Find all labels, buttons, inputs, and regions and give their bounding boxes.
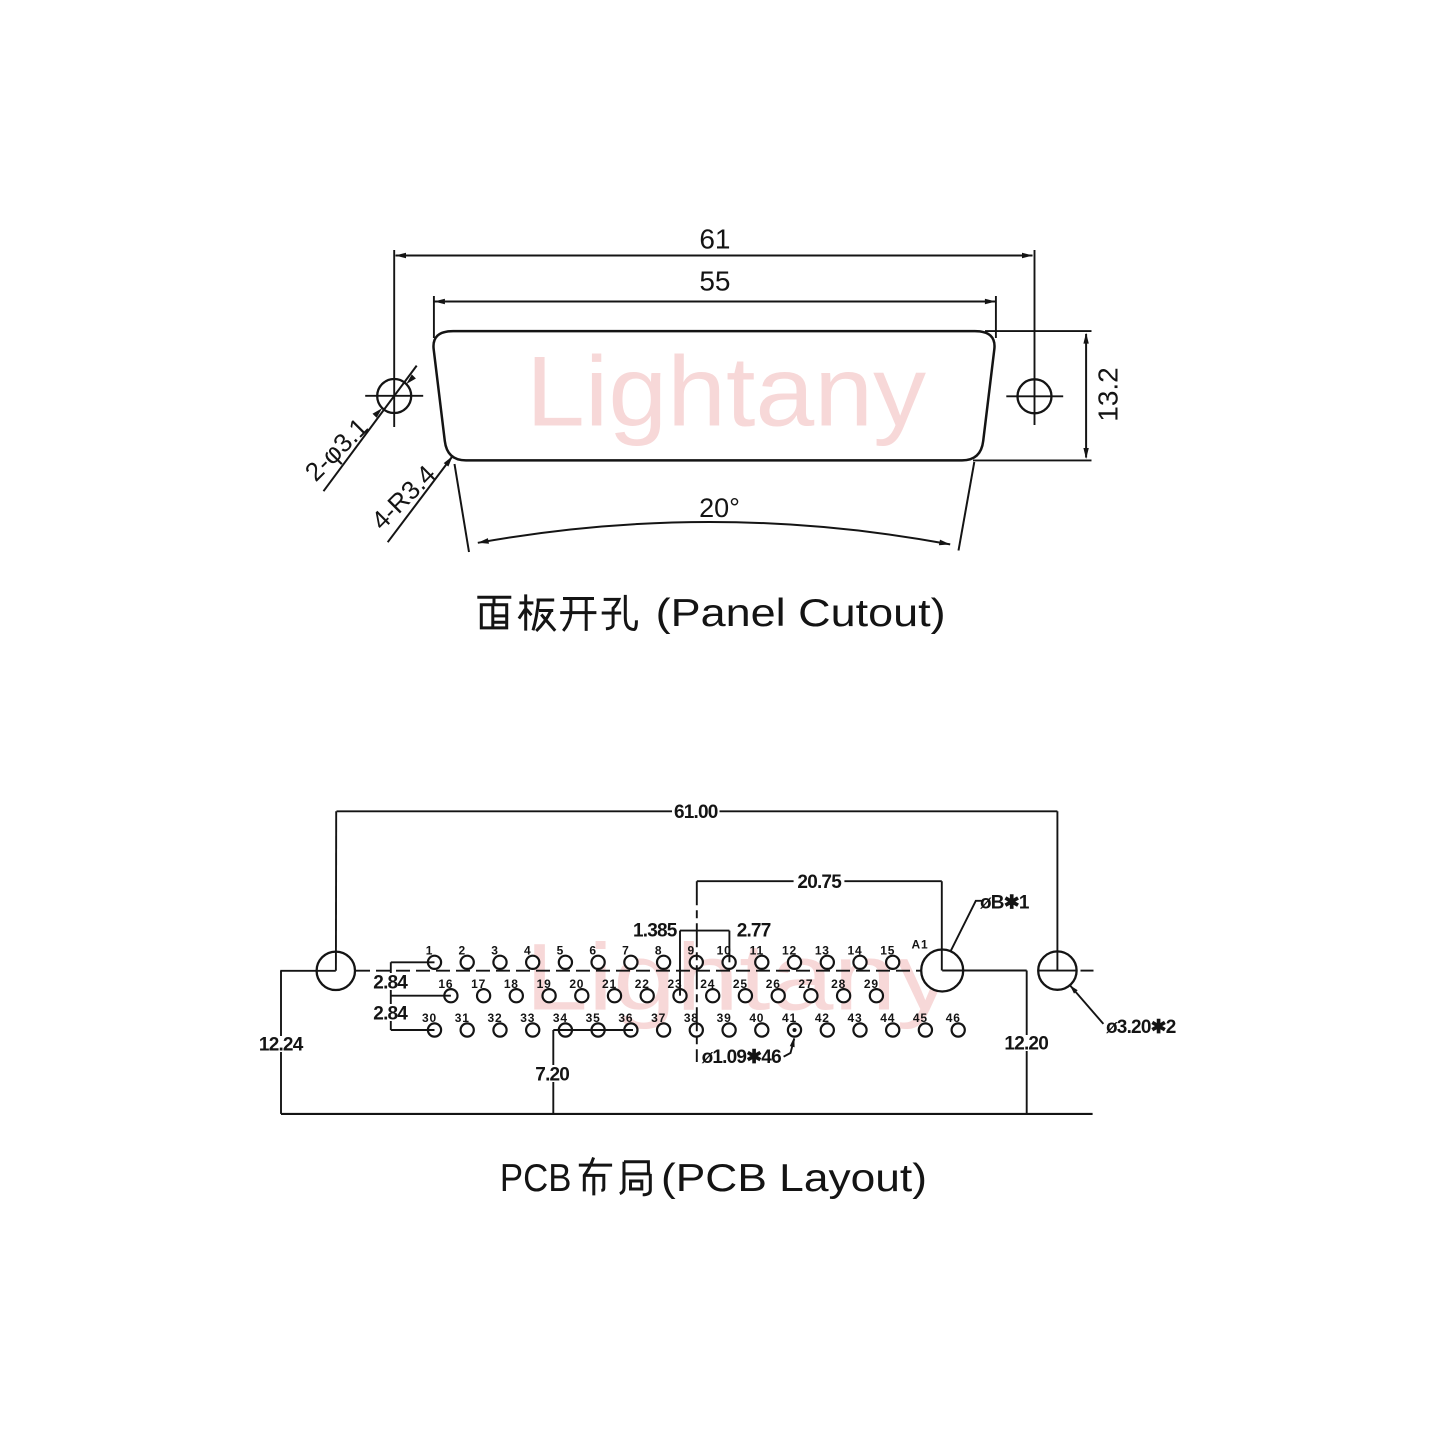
svg-text:7: 7	[622, 944, 629, 958]
svg-text:33: 33	[520, 1011, 535, 1025]
svg-text:24: 24	[700, 977, 715, 991]
svg-text:22: 22	[635, 977, 650, 991]
svg-text:Lightany: Lightany	[525, 924, 954, 1030]
svg-text:20.75: 20.75	[797, 872, 842, 893]
svg-text:35: 35	[586, 1011, 601, 1025]
svg-text:øB✱1: øB✱1	[980, 892, 1030, 913]
svg-text:21: 21	[602, 977, 617, 991]
svg-text:(PCB Layout): (PCB Layout)	[661, 1157, 927, 1200]
svg-text:ø1.09✱46: ø1.09✱46	[702, 1047, 781, 1068]
svg-text:43: 43	[848, 1011, 863, 1025]
svg-text:16: 16	[438, 977, 453, 991]
svg-text:1.385: 1.385	[633, 920, 678, 941]
svg-text:12.20: 12.20	[1004, 1034, 1048, 1055]
svg-text:61: 61	[699, 224, 730, 255]
svg-text:15: 15	[880, 944, 895, 958]
svg-text:A1: A1	[912, 938, 929, 952]
svg-text:5: 5	[557, 944, 564, 958]
svg-text:28: 28	[831, 977, 846, 991]
svg-text:2.84: 2.84	[373, 1004, 408, 1025]
svg-text:7.20: 7.20	[535, 1065, 569, 1086]
svg-text:Lightany: Lightany	[526, 336, 927, 447]
svg-text:27: 27	[798, 977, 813, 991]
svg-text:2.77: 2.77	[737, 920, 771, 941]
svg-text:12.24: 12.24	[259, 1035, 304, 1056]
svg-text:45: 45	[913, 1011, 928, 1025]
svg-text:46: 46	[946, 1011, 961, 1025]
svg-text:13.2: 13.2	[1093, 367, 1124, 422]
svg-text:36: 36	[618, 1011, 633, 1025]
svg-text:2: 2	[458, 944, 465, 958]
svg-text:18: 18	[504, 977, 519, 991]
svg-text:40: 40	[749, 1011, 764, 1025]
svg-text:39: 39	[717, 1011, 732, 1025]
svg-text:44: 44	[880, 1011, 895, 1025]
svg-text:34: 34	[553, 1011, 568, 1025]
svg-text:10: 10	[717, 944, 732, 958]
svg-text:4: 4	[524, 944, 531, 958]
svg-text:41: 41	[782, 1011, 797, 1025]
svg-text:11: 11	[750, 944, 764, 958]
svg-text:30: 30	[422, 1011, 437, 1025]
svg-text:9: 9	[688, 944, 695, 958]
svg-text:61.00: 61.00	[674, 802, 718, 823]
svg-text:1: 1	[426, 944, 433, 958]
svg-text:12: 12	[782, 944, 797, 958]
svg-text:PCB: PCB	[500, 1157, 572, 1200]
svg-text:23: 23	[668, 977, 683, 991]
svg-text:14: 14	[848, 944, 863, 958]
svg-text:55: 55	[699, 266, 730, 297]
svg-text:38: 38	[684, 1011, 699, 1025]
svg-text:37: 37	[651, 1011, 666, 1025]
svg-text:20°: 20°	[699, 493, 740, 523]
svg-text:(Panel Cutout): (Panel Cutout)	[656, 592, 946, 635]
svg-text:20: 20	[569, 977, 584, 991]
svg-text:3: 3	[491, 944, 498, 958]
svg-text:32: 32	[488, 1011, 503, 1025]
svg-text:25: 25	[733, 977, 748, 991]
svg-text:2.84: 2.84	[373, 973, 408, 994]
svg-text:19: 19	[537, 977, 552, 991]
svg-text:ø3.20✱2: ø3.20✱2	[1106, 1017, 1176, 1038]
svg-text:29: 29	[864, 977, 879, 991]
svg-text:4-R3.4: 4-R3.4	[365, 459, 441, 535]
svg-text:8: 8	[655, 944, 662, 958]
svg-text:42: 42	[815, 1011, 830, 1025]
svg-text:31: 31	[455, 1011, 470, 1025]
svg-text:26: 26	[766, 977, 781, 991]
svg-text:13: 13	[815, 944, 830, 958]
svg-text:6: 6	[589, 944, 596, 958]
svg-text:17: 17	[471, 977, 486, 991]
